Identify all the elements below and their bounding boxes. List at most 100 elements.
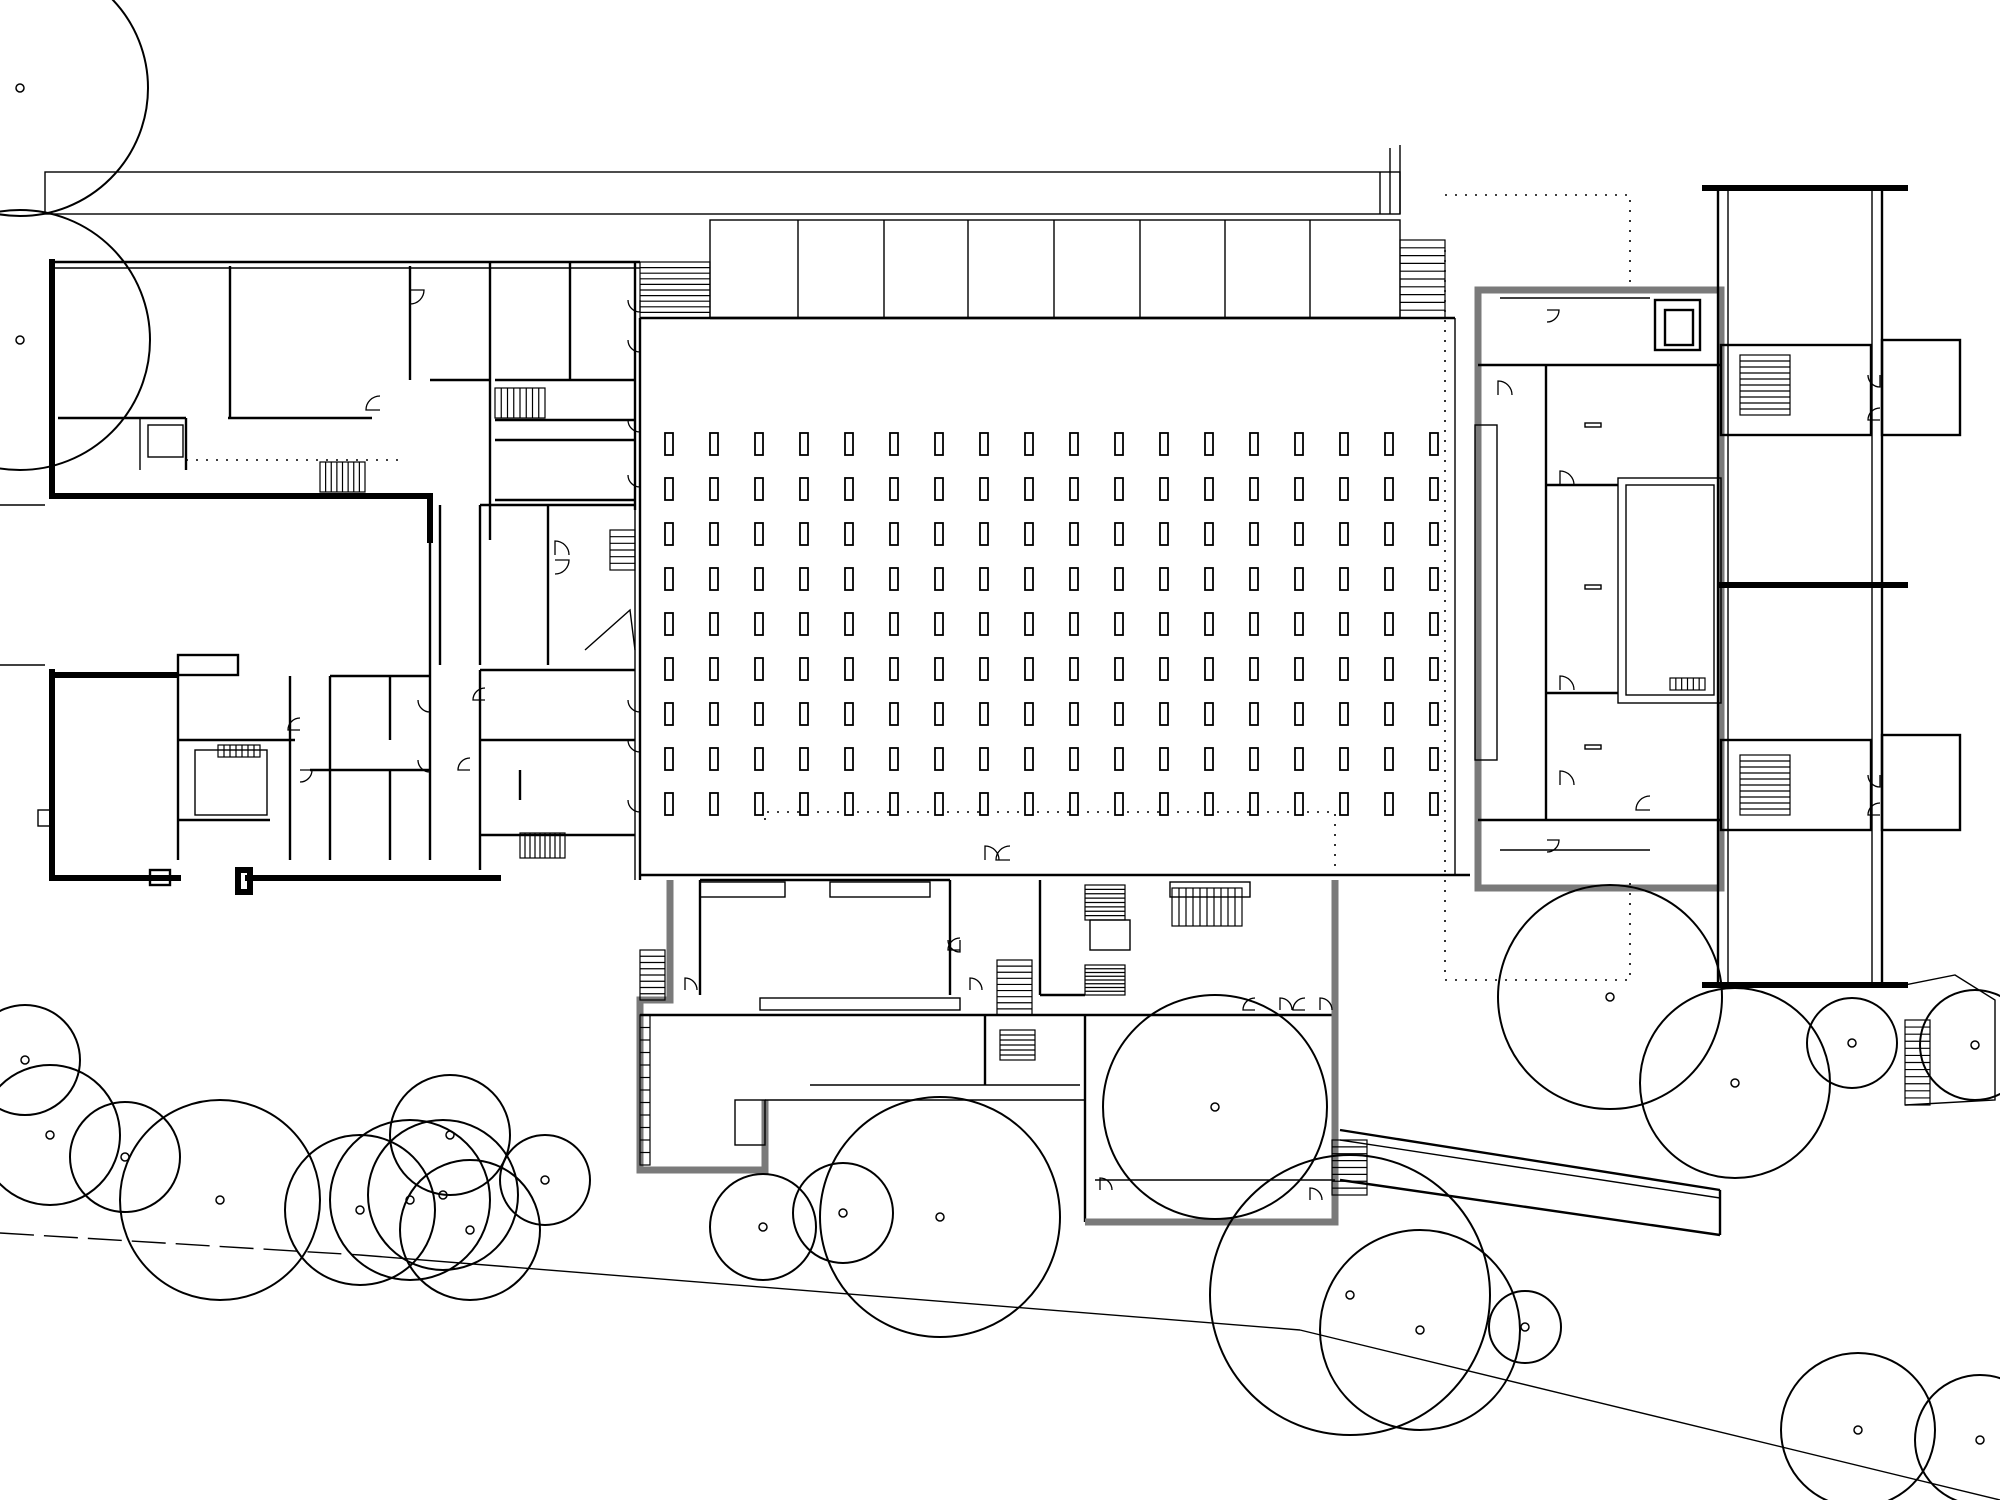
hall-seat [889, 567, 899, 591]
hall-seat [799, 702, 809, 726]
hall-seat [664, 747, 674, 771]
hall-seat [1159, 747, 1169, 771]
hall-seat [1384, 522, 1394, 546]
stair-flight [639, 1014, 651, 1166]
hall-seat [1294, 612, 1304, 636]
hall-seating-grid [664, 432, 1439, 816]
hall-seat [1429, 702, 1439, 726]
door-swing [1546, 309, 1560, 323]
hall-seat [1339, 612, 1349, 636]
tree-trunk [1847, 1038, 1857, 1048]
door-swing [1319, 997, 1333, 1011]
tree-canopy [1209, 1154, 1491, 1436]
hall-seat [664, 702, 674, 726]
tree [0, 1004, 81, 1116]
tree-canopy [399, 1159, 541, 1301]
hall-seat [979, 432, 989, 456]
hall-seat [1339, 567, 1349, 591]
hall-seat [799, 747, 809, 771]
stair-flight [639, 261, 711, 319]
hall-seat [1249, 522, 1259, 546]
south-block [636, 878, 1339, 1226]
hall-seat [844, 657, 854, 681]
tree [1780, 1352, 1936, 1500]
door-swing [417, 759, 431, 773]
hall-seat [1249, 657, 1259, 681]
hall-seat [1024, 522, 1034, 546]
stair-flight [996, 959, 1033, 1016]
hall-seat [1114, 432, 1124, 456]
hall-seat [1159, 522, 1169, 546]
tree-canopy [0, 1064, 121, 1206]
tree [329, 1119, 491, 1281]
hall-seat [934, 747, 944, 771]
hall-seat [754, 477, 764, 501]
door-swing [287, 717, 301, 731]
door-swing [1099, 1177, 1113, 1191]
hall-seat [1294, 432, 1304, 456]
door-swing [1559, 675, 1575, 691]
hall-seat [1429, 747, 1439, 771]
tree-canopy [389, 1074, 511, 1196]
hall-seat [754, 747, 764, 771]
hall-seat [709, 432, 719, 456]
hall-seat [1204, 567, 1214, 591]
door-swing [554, 559, 570, 575]
east-block [1444, 194, 1725, 981]
hall-seat [754, 657, 764, 681]
hall-seat [1069, 612, 1079, 636]
hall-seat [844, 792, 854, 816]
hall-seat [934, 477, 944, 501]
tree [0, 209, 151, 471]
hall-seat [1204, 747, 1214, 771]
door-swing [409, 289, 425, 305]
hall-seat [889, 612, 899, 636]
door-swing [457, 757, 471, 771]
hall-seat [709, 567, 719, 591]
hall-seat [1429, 612, 1439, 636]
hall-seat [934, 702, 944, 726]
hall-seat [889, 657, 899, 681]
hall-seat [979, 567, 989, 591]
hall-seat [1384, 792, 1394, 816]
door-swing [627, 474, 641, 488]
tree-canopy [1780, 1352, 1936, 1500]
hall-seat [1024, 477, 1034, 501]
door-swing [684, 977, 698, 991]
tree-canopy [1914, 1374, 2000, 1500]
door-swing [984, 845, 1000, 861]
hall-seat [1204, 432, 1214, 456]
tree [0, 1064, 121, 1206]
hall-seat [709, 612, 719, 636]
hall-seat [1024, 747, 1034, 771]
hall-seat [1024, 612, 1034, 636]
hall-seat [934, 522, 944, 546]
west-wing-upper [49, 259, 640, 543]
tree-canopy [819, 1096, 1061, 1338]
tree [1639, 987, 1831, 1179]
tree-canopy [367, 1119, 519, 1271]
hall-seat [934, 657, 944, 681]
hall-seat [844, 522, 854, 546]
hall-seat [709, 702, 719, 726]
hall-seat [1114, 657, 1124, 681]
hall-seat [799, 567, 809, 591]
hall-seat [754, 432, 764, 456]
door-swing [1546, 839, 1560, 853]
tree [792, 1162, 894, 1264]
hall-seat [1159, 567, 1169, 591]
hall-seat [1339, 792, 1349, 816]
door-swing [627, 799, 641, 813]
hall-seat [979, 792, 989, 816]
hall-seat [1159, 477, 1169, 501]
hall-seat [799, 522, 809, 546]
tree-trunk [15, 83, 25, 93]
hall-seat [1249, 612, 1259, 636]
hall-seat [889, 747, 899, 771]
tree [499, 1134, 591, 1226]
hall-seat [1069, 792, 1079, 816]
hall-seat [1069, 522, 1079, 546]
hall-seat [709, 477, 719, 501]
tree-trunk [540, 1175, 550, 1185]
